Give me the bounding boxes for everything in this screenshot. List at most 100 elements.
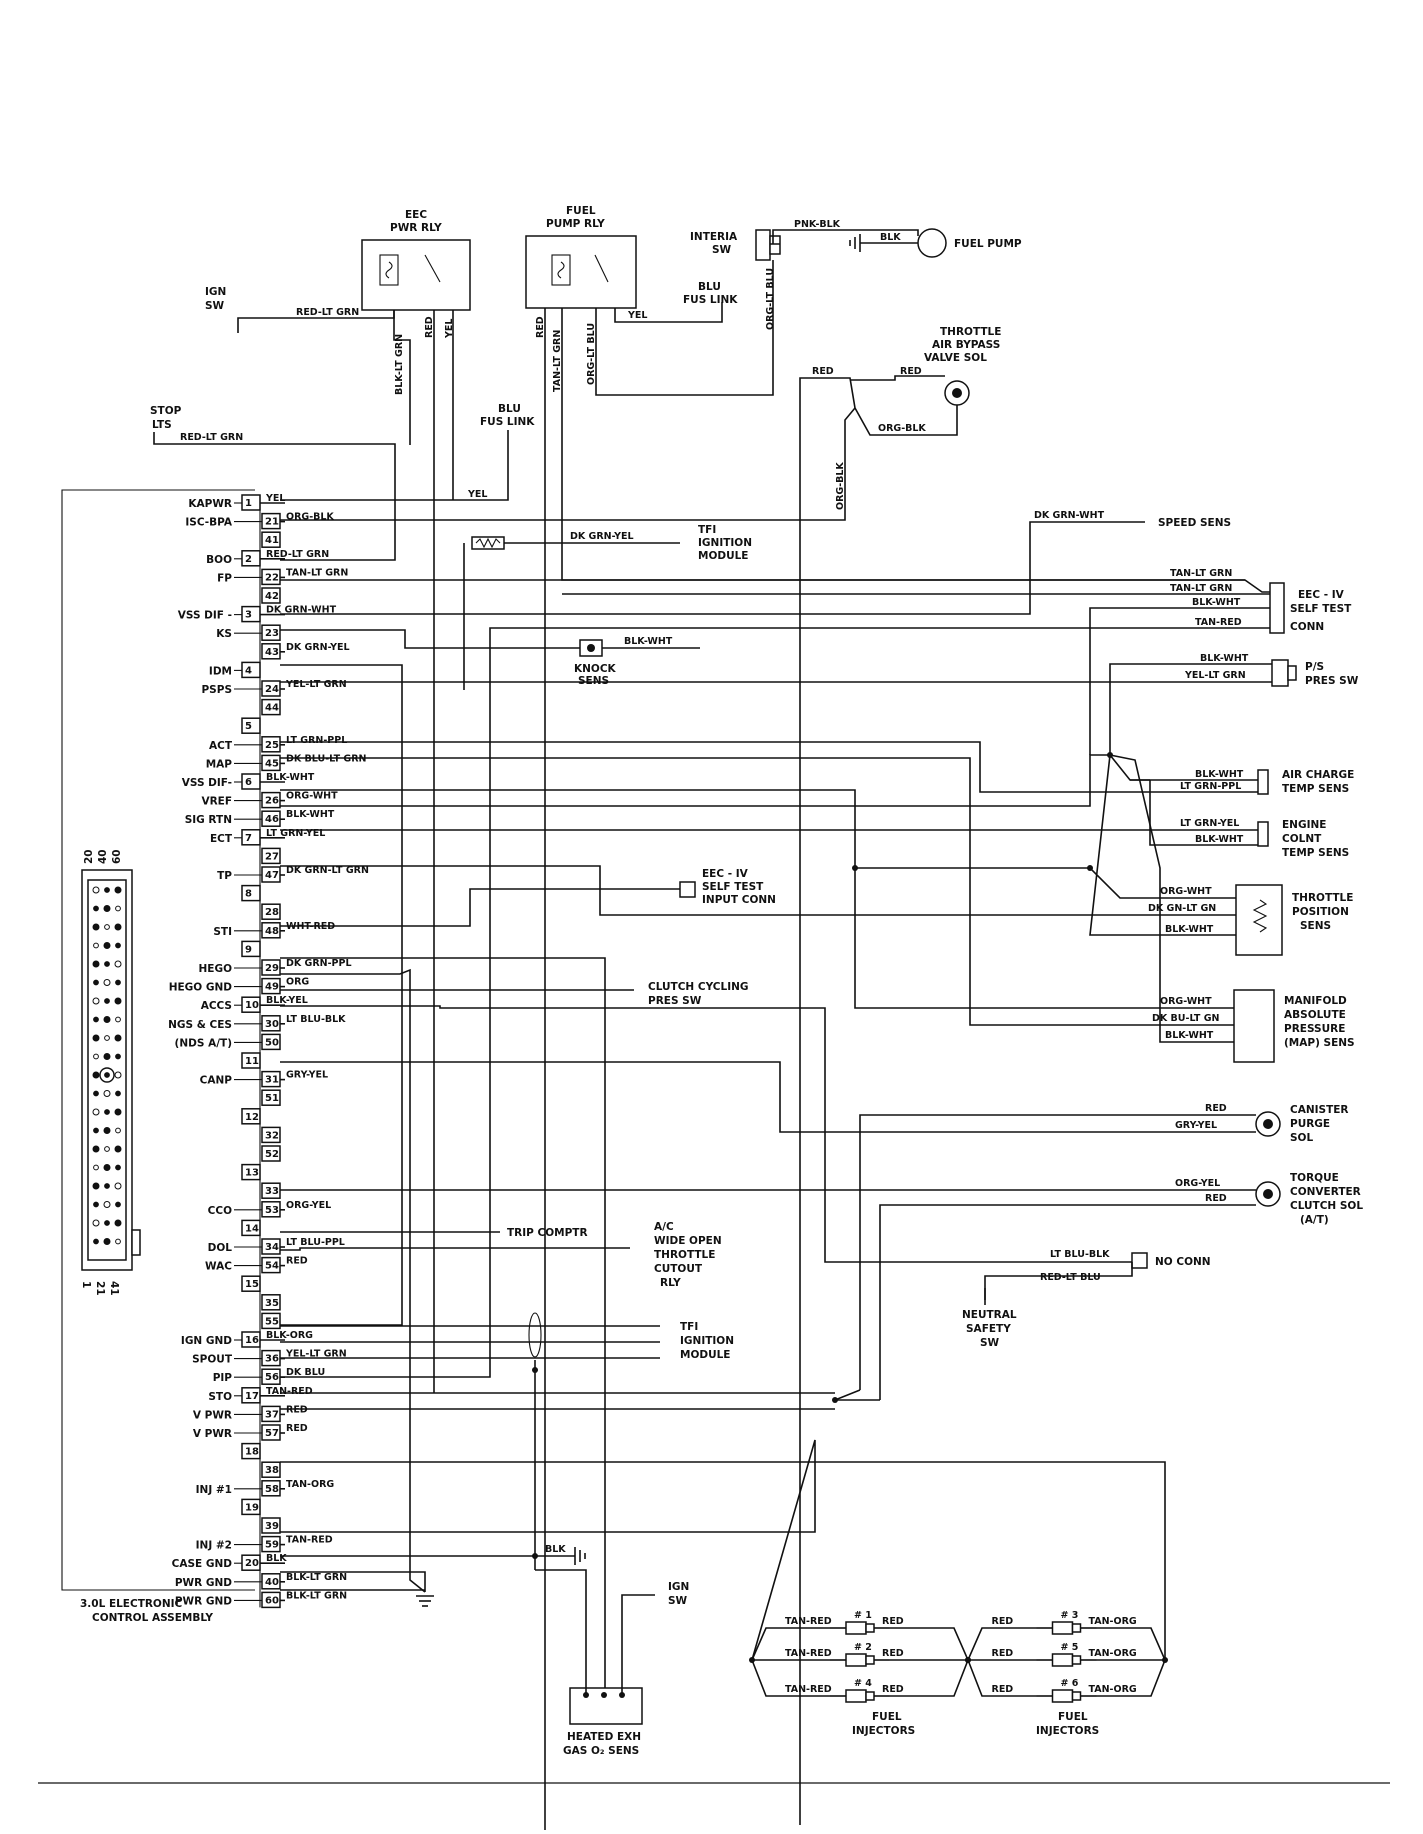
ecu-pin-label: VSS DIF- (182, 777, 232, 789)
connector-pin-dot (103, 1238, 111, 1245)
wire-label-tan-lt-grn-self-1: TAN-LT GRN (1170, 568, 1232, 579)
wire-label-red-lt-blu: RED-LT BLU (1040, 1272, 1101, 1283)
fuel-injector-tip (865, 1691, 875, 1701)
ecu-pin-wire-label: GRY-YEL (286, 1070, 328, 1081)
eec-self-test-l1: EEC - IV (1298, 589, 1345, 601)
connector-pin-dot (93, 1127, 99, 1134)
injector-number: # 5 (1061, 1642, 1079, 1653)
junction-sig-rtn (1107, 752, 1113, 758)
connector-pin-dot (103, 1201, 111, 1208)
ecu-pin-label: KS (216, 628, 232, 640)
connector-pin-dot (115, 1016, 121, 1023)
neutral-l2: SAFETY (966, 1323, 1011, 1335)
ecu-pin-label: VSS DIF - (178, 610, 232, 622)
ecu-pin-number: 21 (265, 517, 279, 528)
ecu-pin-number: 52 (265, 1149, 279, 1160)
ecu-pin-number: 8 (245, 889, 252, 900)
wire-label-blk-lt-grn-eec: BLK-LT GRN (394, 334, 405, 395)
interia-sw-l1: INTERIA (690, 231, 738, 243)
ecu-pin-28-box (261, 903, 281, 920)
knock-sens-l2: SENS (578, 675, 609, 687)
throttle-air-bypass-valve (944, 380, 970, 406)
ecu-pin-number: 53 (265, 1205, 279, 1216)
ecu-name-line2: CONTROL ASSEMBLY (92, 1612, 213, 1624)
connector-pin-dot (93, 1201, 99, 1208)
ecu-pin-wire-label: TAN-LT GRN (286, 567, 348, 578)
map-l4: (MAP) SENS (1284, 1037, 1355, 1049)
connector-pin-dot (114, 997, 122, 1005)
ecu-pin-number: 14 (245, 1223, 259, 1234)
wire-pnk-blk (770, 229, 919, 245)
wire-label-tan-lt-grn-fpr: TAN-LT GRN (552, 330, 563, 392)
connector-pin-dot (115, 1090, 121, 1097)
ecu-pin-label: STO (208, 1391, 232, 1403)
fuel-injector-tip (1071, 1623, 1082, 1633)
ecu-pin-number: 54 (265, 1261, 279, 1272)
connector-pin-dot (93, 1164, 99, 1171)
fuel-injector (845, 1621, 867, 1635)
wire-ks (280, 629, 580, 649)
ecu-pin-number: 16 (245, 1335, 259, 1346)
ecu-pin-wire-label: TAN-ORG (286, 1479, 334, 1490)
ecu-pin-number: 25 (265, 740, 279, 751)
wire-blk-lt-grn-o2 (535, 1569, 587, 1695)
throttle-position-sensor (1235, 884, 1283, 956)
wire-tan-red-inj2 (280, 1439, 816, 1661)
connector-pin-dot (115, 905, 121, 912)
ign-sw-top-2: SW (205, 300, 225, 312)
ecu-pin-number: 59 (265, 1540, 279, 1551)
ecu-pin-label: FP (217, 572, 232, 584)
wire-label-blk-wht-tps: BLK-WHT (1165, 924, 1214, 935)
ecu-pin-label: IGN GND (181, 1335, 232, 1347)
self-test-input-l3: INPUT CONN (702, 894, 776, 906)
eec-self-test-l2: SELF TEST (1290, 603, 1352, 615)
throttle-bypass-l3: VALVE SOL (924, 352, 987, 364)
throttle-bypass-l1: THROTTLE (940, 326, 1001, 338)
wire-label-yel-kapwr: YEL (467, 489, 487, 500)
connector-pin-dot (104, 924, 110, 930)
connector-pin-dot (92, 1071, 100, 1079)
ecu-pin-wire-label: YEL-LT GRN (285, 1349, 347, 1360)
ecu-pin-51-box (261, 1089, 281, 1106)
wire-blk-wht-ps (1109, 663, 1272, 755)
ecu-pin-label: SIG RTN (185, 814, 232, 826)
ecu-pin-number: 26 (265, 796, 279, 807)
ecu-pin-number: 56 (265, 1372, 279, 1383)
connector-pin-dot (103, 1053, 111, 1060)
connector-pin-dot (93, 979, 99, 986)
injector-output-wire: TAN-ORG (1089, 1684, 1137, 1695)
connector-pin-dot (92, 923, 100, 931)
connector-pin-dot (104, 1220, 110, 1226)
ecu-pin-number: 32 (265, 1130, 279, 1141)
ecu-pin-number: 18 (245, 1447, 259, 1458)
ecu-pin-wire-label: LT GRN-PPL (286, 735, 347, 746)
wire-label-red-bypass-2: RED (812, 366, 834, 377)
ecu-pin-number: 58 (265, 1484, 279, 1495)
wire-label-blk-wht-ect: BLK-WHT (1195, 834, 1244, 845)
ecu-pin-44-box (261, 698, 281, 716)
connector-pin-dot (104, 1109, 110, 1115)
ecu-pin-wire-label: DK GRN-LT GRN (286, 865, 369, 876)
ecu-pin-label: PIP (213, 1372, 233, 1384)
injector-number: # 1 (854, 1610, 872, 1621)
fuel-pump-relay-label-2: PUMP RLY (546, 218, 605, 230)
wire-label-lt-blu-blk-noconn: LT BLU-BLK (1050, 1249, 1110, 1260)
canister-purge-solenoid (1255, 1111, 1281, 1137)
ecu-pin-number: 47 (265, 870, 279, 881)
self-test-input-l2: SELF TEST (702, 881, 764, 893)
wire-label-org-lt-blu-inert: ORG-LT BLU (765, 268, 776, 330)
connector-pin-dot (92, 1219, 100, 1227)
ecu-pin-number: 40 (265, 1577, 279, 1588)
ac-l1: A/C (654, 1221, 674, 1233)
ecu-pin-wire-label: LT BLU-PPL (286, 1237, 345, 1248)
neutral-l1: NEUTRAL (962, 1309, 1017, 1321)
tps-l1: THROTTLE (1292, 892, 1353, 904)
wire-label-lt-grn-ppl-act: LT GRN-PPL (1180, 781, 1241, 792)
connector-pin-dot (93, 1016, 99, 1023)
map-l2: ABSOLUTE (1284, 1009, 1346, 1021)
ecu-pin-wire-label: YEL (265, 493, 285, 504)
ecu-pin-number: 55 (265, 1316, 279, 1327)
